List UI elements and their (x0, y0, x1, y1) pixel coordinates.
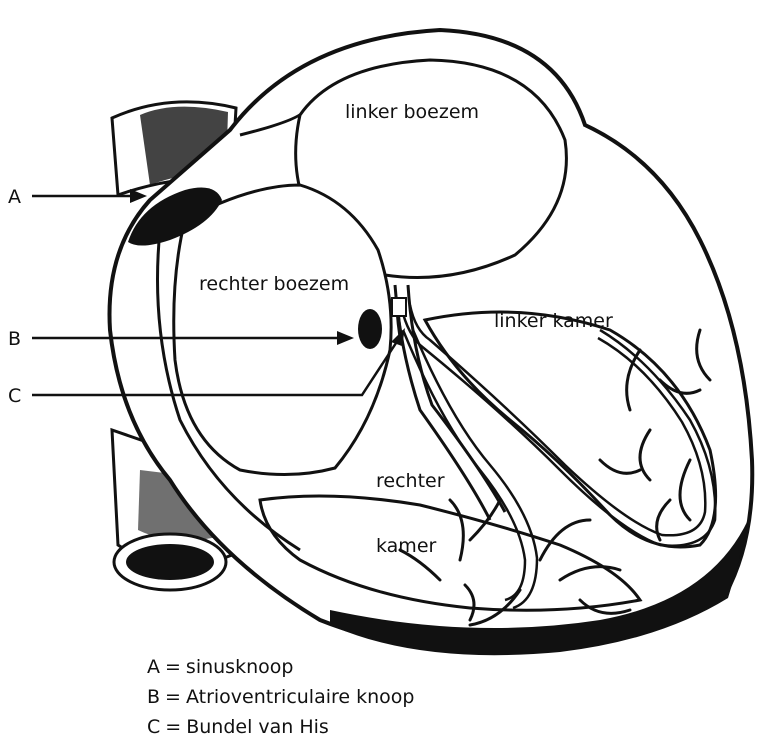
pointer-a-letter: A (8, 186, 21, 208)
av-knoop-node (358, 309, 382, 349)
label-rechter: rechter (376, 470, 445, 492)
label-linker-boezem: linker boezem (345, 101, 479, 123)
legend-text: sinusknoop (186, 656, 294, 678)
legend-item-b: B=Atrioventriculaire knoop (147, 682, 414, 712)
legend-letter: C (147, 716, 160, 738)
legend-letter: B (147, 686, 160, 708)
legend-sep: = (165, 716, 181, 738)
legend-text: Bundel van His (186, 716, 329, 738)
legend-sep: = (165, 686, 181, 708)
label-kamer: kamer (376, 535, 437, 557)
legend-text: Atrioventriculaire knoop (186, 686, 415, 708)
legend: A=sinusknoop B=Atrioventriculaire knoop … (147, 652, 414, 742)
legend-item-c: C=Bundel van His (147, 712, 414, 742)
label-linker-kamer: linker kamer (494, 310, 613, 332)
legend-letter: A (147, 656, 160, 678)
pointer-c-letter: C (8, 385, 21, 407)
legend-item-a: A=sinusknoop (147, 652, 414, 682)
label-rechter-boezem: rechter boezem (199, 273, 349, 295)
pointer-b-letter: B (8, 328, 21, 350)
legend-sep: = (165, 656, 181, 678)
